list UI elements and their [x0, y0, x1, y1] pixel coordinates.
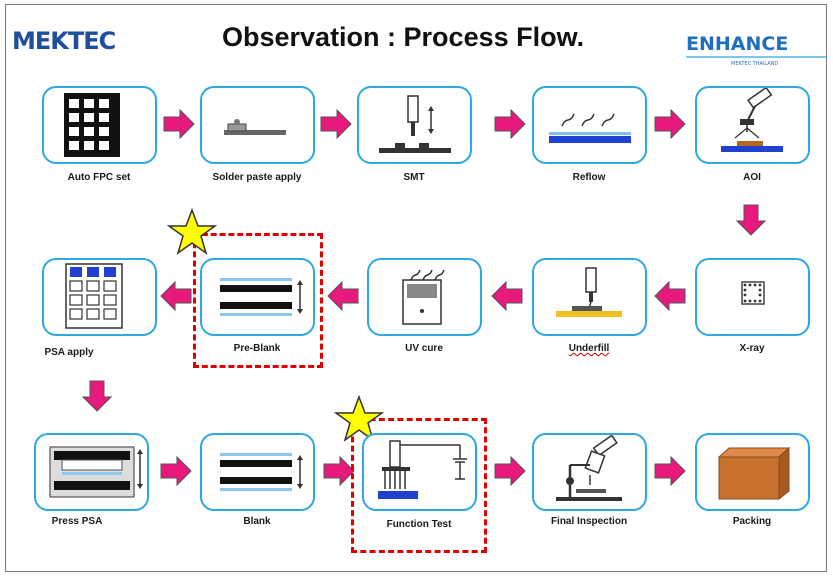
step-label: Underfill — [568, 343, 610, 354]
step-x-ray — [695, 258, 810, 336]
solder-paste-icon — [224, 119, 286, 135]
step-solder-paste-apply — [200, 86, 315, 164]
step-final-inspection — [532, 433, 647, 511]
step-label: UV cure — [405, 343, 443, 354]
arrow-right-icon — [494, 456, 526, 486]
arrow-left-icon — [654, 281, 686, 311]
highlight-pre-blank — [193, 233, 323, 368]
svg-text:MEKTEC THAILAND: MEKTEC THAILAND — [731, 61, 778, 67]
highlight-function-test — [351, 418, 487, 553]
arrow-left-icon — [491, 281, 523, 311]
step-packing — [695, 433, 810, 511]
step-label: AOI — [743, 172, 761, 183]
step-label: X-ray — [739, 343, 765, 354]
step-smt — [357, 86, 472, 164]
step-label: Blank — [243, 516, 271, 527]
arrow-right-icon — [160, 456, 192, 486]
step-pre-blank — [200, 258, 315, 336]
arrow-down-icon — [82, 380, 112, 412]
smt-nozzle-icon — [379, 95, 451, 153]
step-label: Solder paste apply — [212, 172, 302, 183]
reflow-heat-icon — [549, 113, 631, 143]
star-icon — [167, 208, 217, 255]
slide-frame — [5, 4, 827, 572]
step-label: Final Inspection — [550, 516, 628, 527]
step-label: Pre-Blank — [233, 343, 281, 354]
arrow-right-icon — [320, 109, 352, 139]
function-test-probe-icon — [378, 440, 467, 499]
packing-box-icon — [717, 446, 791, 501]
step-blank — [200, 433, 315, 511]
step-press-psa — [34, 433, 149, 511]
aoi-camera-icon — [721, 88, 783, 152]
step-uv-cure — [367, 258, 482, 336]
pre-blank-layers-icon — [220, 278, 303, 316]
step-reflow — [532, 86, 647, 164]
x-ray-chip-icon — [741, 281, 765, 305]
step-label: Packing — [732, 516, 772, 527]
step-label: Function Test — [386, 519, 452, 530]
step-auto-fpc-set — [42, 86, 157, 164]
arrow-right-icon — [163, 109, 195, 139]
enhance-logo: ENHANCE MEKTEC THAILAND — [686, 33, 826, 67]
microscope-icon — [556, 435, 622, 501]
step-label: Reflow — [572, 172, 606, 183]
psa-grid-icon — [65, 263, 123, 329]
press-psa-icon — [49, 446, 143, 498]
underfill-dispenser-icon — [556, 267, 622, 317]
step-function-test — [362, 433, 477, 511]
svg-text:ENHANCE: ENHANCE — [686, 33, 788, 55]
step-label: Press PSA — [51, 516, 103, 527]
mektec-logo: MEKTEC — [12, 27, 116, 55]
arrow-right-icon — [654, 109, 686, 139]
step-label: PSA apply — [44, 347, 94, 358]
uv-cure-oven-icon — [402, 269, 445, 325]
arrow-right-icon — [654, 456, 686, 486]
arrow-right-icon — [323, 456, 355, 486]
step-aoi — [695, 86, 810, 164]
step-label: SMT — [403, 172, 425, 183]
arrow-right-icon — [494, 109, 526, 139]
arrow-down-icon — [736, 204, 766, 236]
arrow-left-icon — [327, 281, 359, 311]
arrow-left-icon — [160, 281, 192, 311]
fpc-grid-icon — [64, 93, 120, 157]
step-underfill — [532, 258, 647, 336]
step-label: Auto FPC set — [67, 172, 131, 183]
step-psa-apply — [42, 258, 157, 336]
blank-layers-icon — [220, 453, 303, 491]
page-title: Observation : Process Flow. — [222, 22, 585, 52]
star-icon — [334, 395, 384, 442]
